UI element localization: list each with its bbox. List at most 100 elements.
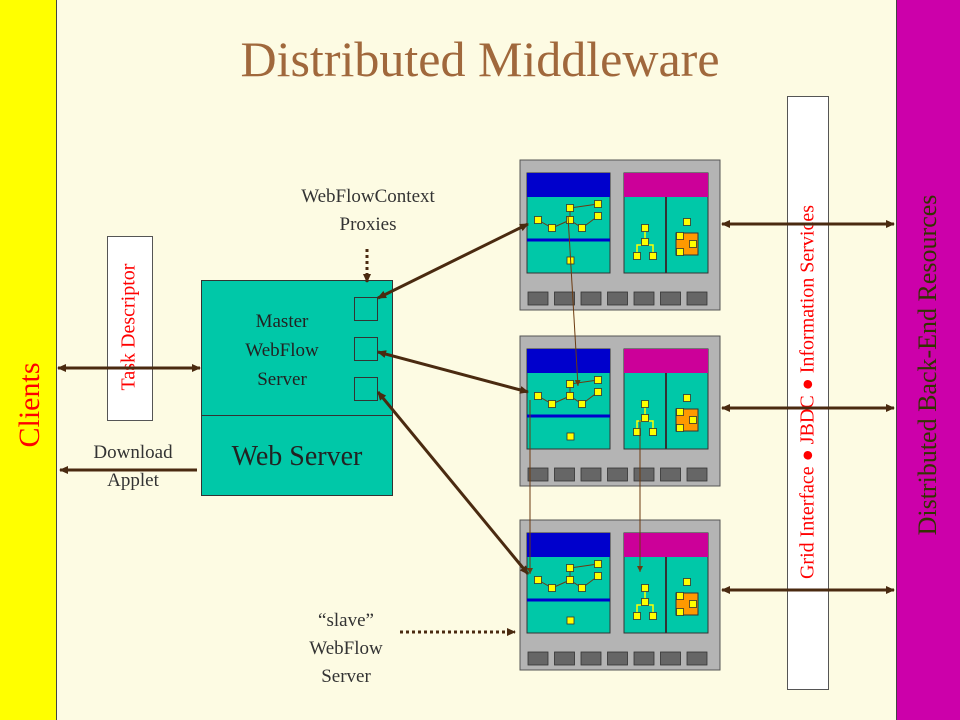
node-port (686, 651, 708, 666)
master-webflow-server-box: Master WebFlow Server Web Server (201, 280, 393, 496)
master-to-node-middle-arrow (377, 350, 529, 394)
node-chip (594, 572, 602, 580)
node-middle (519, 335, 721, 487)
node-graph-edge (569, 203, 599, 209)
node-chip (641, 584, 649, 592)
node-port (633, 467, 655, 482)
master-to-node-bottom-arrow (376, 391, 530, 575)
node-chip (566, 380, 574, 388)
node-port (527, 467, 549, 482)
download-applet-label: Download Applet (73, 439, 193, 495)
node-port (580, 651, 602, 666)
node-chip (548, 224, 556, 232)
node-top (519, 159, 721, 311)
node-right-header (624, 173, 708, 197)
node-chip (566, 204, 574, 212)
clients-bar (0, 0, 57, 720)
node-port (554, 467, 575, 482)
node-chip (594, 388, 602, 396)
node-chip (676, 408, 684, 416)
node-chip (676, 424, 684, 432)
node-chip (689, 240, 697, 248)
node-bottom (519, 519, 721, 671)
backend-resources-bar (896, 0, 960, 720)
master-to-node-top-arrow (377, 222, 529, 300)
node-chip (689, 600, 697, 608)
node-chip (649, 612, 657, 620)
download-applet-line-2: Applet (107, 470, 159, 491)
slave-line-2: WebFlow (309, 638, 383, 659)
node-port (660, 651, 681, 666)
node-port (607, 651, 628, 666)
node-chip (566, 432, 575, 441)
node-port (686, 467, 708, 482)
download-applet-line-1: Download (93, 442, 173, 463)
node-chip (633, 252, 641, 260)
node-chip (641, 400, 649, 408)
node-chip (534, 216, 542, 224)
node-port (580, 467, 602, 482)
slave-webflow-server-label: “slave” WebFlow Server (276, 607, 416, 691)
node-right-header (624, 533, 708, 557)
node-chip (594, 200, 602, 208)
node-port (554, 291, 575, 306)
task-descriptor-box (107, 236, 153, 421)
node-chip (594, 376, 602, 384)
node-chip (676, 592, 684, 600)
node-chip (548, 400, 556, 408)
slave-line-3: Server (321, 666, 371, 687)
node-left-header (527, 349, 610, 373)
node-chip (676, 232, 684, 240)
node-chip (676, 608, 684, 616)
slave-line-1: “slave” (318, 610, 374, 631)
master-webflow-server-section: Master WebFlow Server (202, 281, 392, 416)
node-chip (649, 428, 657, 436)
connections-group (57, 215, 895, 636)
slide-title: Distributed Middleware (240, 31, 720, 87)
node-chip (566, 392, 574, 400)
webflow-context-line-1: WebFlowContext (301, 186, 435, 207)
node-flow-1 (567, 215, 581, 387)
node-chip (566, 576, 574, 584)
node-graph-edge (569, 563, 599, 569)
master-webflow-server-label: Master WebFlow Server (210, 307, 354, 394)
node-chip (594, 560, 602, 568)
node-port (527, 291, 549, 306)
node-chip (548, 584, 556, 592)
slave-nodes-group (519, 159, 721, 671)
node-chip (641, 598, 649, 606)
node-chip (633, 612, 641, 620)
node-chip (641, 224, 649, 232)
node-chip (641, 238, 649, 246)
node-chip (578, 584, 586, 592)
master-line-3: Server (257, 369, 307, 390)
node-port (633, 651, 655, 666)
node-left-header (527, 173, 610, 197)
node-chip (594, 212, 602, 220)
node-port (580, 291, 602, 306)
master-line-1: Master (255, 311, 309, 332)
node-chip (676, 248, 684, 256)
node-chip (633, 428, 641, 436)
web-server-label: Web Server (231, 441, 363, 472)
master-line-2: WebFlow (245, 340, 319, 361)
node-chip (683, 394, 691, 402)
node-chip (689, 416, 697, 424)
node-chip (578, 400, 586, 408)
proxy-box-1 (354, 297, 378, 321)
node-left-header (527, 533, 610, 557)
node-chip (566, 216, 574, 224)
node-chip (641, 414, 649, 422)
node-chip (534, 576, 542, 584)
node-chip (566, 616, 575, 625)
node-chip (578, 224, 586, 232)
node-port (633, 291, 655, 306)
node-chip (683, 218, 691, 226)
node-chip (534, 392, 542, 400)
node-right-header (624, 349, 708, 373)
node-port (527, 651, 549, 666)
node-port (607, 467, 628, 482)
node-port (686, 291, 708, 306)
node-chip (649, 252, 657, 260)
